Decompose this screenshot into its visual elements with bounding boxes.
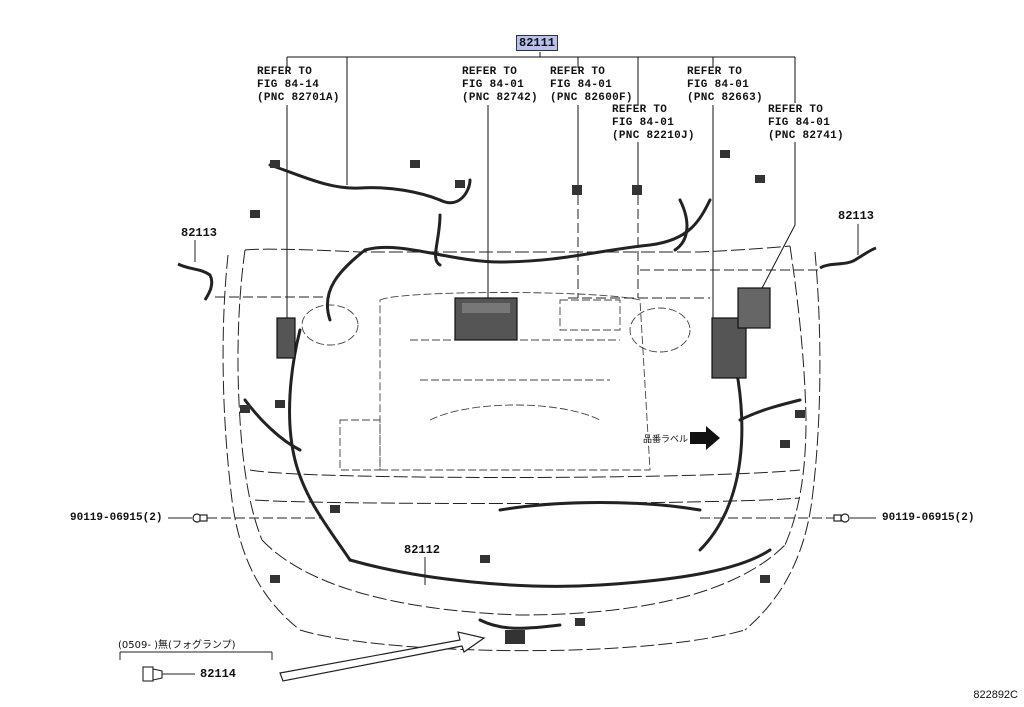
connector-left-block (276, 317, 296, 359)
label-arrow-icon (690, 426, 720, 450)
ref-line2: FIG 84-01 (550, 79, 613, 91)
ref-line1: REFER TO (768, 104, 824, 116)
part-bolt-left: 90119-06915(2) (70, 512, 163, 524)
part-82114: 82114 (200, 667, 237, 681)
ref-line2: FIG 84-14 (257, 79, 320, 91)
ref-line3: (PNC 82701A) (257, 92, 340, 104)
part-bolt-right: 90119-06915(2) (882, 512, 975, 524)
plug-drawing (142, 666, 195, 682)
main-leader-lines (286, 52, 796, 320)
front-connector (505, 630, 525, 644)
part-82111-label: 82111 (516, 35, 559, 51)
sensor-right-drawing (819, 224, 877, 270)
vehicle-body-outline (222, 245, 821, 652)
ref-line1: REFER TO (687, 66, 743, 78)
ref-line2: FIG 84-01 (462, 79, 525, 91)
ref-line3: (PNC 82210J) (612, 130, 695, 142)
part-82113-left: 82113 (181, 226, 218, 240)
ref-82600f: REFER TO FIG 84-01 (PNC 82600F) (550, 66, 633, 105)
wire-harness (243, 163, 802, 630)
ref-line3: (PNC 82663) (687, 92, 763, 104)
fuse-box-right (711, 287, 771, 379)
ref-line2: FIG 84-01 (768, 117, 831, 129)
dashed-leaders (207, 195, 838, 519)
ref-line1: REFER TO (462, 66, 518, 78)
ref-82741: REFER TO FIG 84-01 (PNC 82741) (768, 104, 844, 143)
ref-82210j: REFER TO FIG 84-01 (PNC 82210J) (612, 104, 695, 143)
ref-82663: REFER TO FIG 84-01 (PNC 82663) (687, 66, 763, 105)
ref-line1: REFER TO (550, 66, 606, 78)
ref-line1: REFER TO (612, 104, 668, 116)
ref-82701a: REFER TO FIG 84-14 (PNC 82701A) (257, 66, 340, 105)
part-82112: 82112 (404, 543, 441, 557)
ref-82742: REFER TO FIG 84-01 (PNC 82742) (462, 66, 538, 105)
figure-code: 822892C (973, 689, 1018, 701)
ref-line1: REFER TO (257, 66, 313, 78)
note-bracket (119, 651, 273, 660)
connectors (240, 150, 805, 626)
ref-line2: FIG 84-01 (612, 117, 675, 129)
fog-lamp-condition-note: (0509- )無(フォグランプ) (118, 640, 236, 651)
bolt-right-drawing (833, 513, 876, 523)
part-number-label-note: 品番ラベル (643, 435, 689, 445)
ref-line3: (PNC 82742) (462, 92, 538, 104)
ref-line2: FIG 84-01 (687, 79, 750, 91)
ref-line3: (PNC 82741) (768, 130, 844, 142)
pointer-arrow (279, 631, 486, 682)
bolt-left-drawing (168, 513, 208, 523)
part-82113-right: 82113 (838, 209, 875, 223)
ref-line3: (PNC 82600F) (550, 92, 633, 104)
sensor-left-drawing (177, 240, 214, 301)
relay-block-center (454, 297, 518, 341)
